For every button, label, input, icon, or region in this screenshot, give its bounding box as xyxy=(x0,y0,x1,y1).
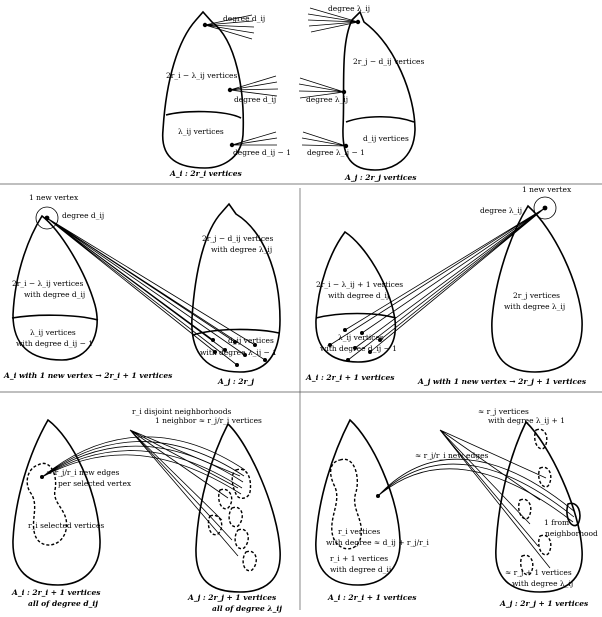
br-left-1: r_i vertices xyxy=(338,527,380,536)
bl-caption-right-2: all of degree λ_ij xyxy=(212,604,282,613)
br-edges: ≈ r_j/r_i new edges xyxy=(415,451,489,460)
bl-caption-left-1: A_i : 2r_i + 1 vertices xyxy=(11,588,101,597)
top-left-bottom: λ_ij vertices xyxy=(178,127,224,136)
ml-right-lower-1: d_ij vertices xyxy=(228,336,274,345)
middle-left-panel: 1 new vertex degree d_ij 2r_i − λ_ij ver… xyxy=(3,193,281,386)
top-left-set: degree d_ij 2r_i − λ_ij vertices degree … xyxy=(162,10,291,178)
top-left-bottom-degree: degree d_ij − 1 xyxy=(233,148,291,157)
top-right-middle-degree: degree λ_ij xyxy=(306,95,348,104)
ml-degree: degree d_ij xyxy=(62,211,104,220)
br-nbhd-2: neighborhood xyxy=(545,529,598,538)
ml-left-upper-2: with degree d_ij xyxy=(24,290,85,299)
top-right-set: degree λ_ij 2r_j − d_ij vertices degree … xyxy=(298,4,424,182)
bl-top-2: 1 neighbor ≈ r_j/r_i vertices xyxy=(155,416,262,425)
br-caption-left: A_i : 2r_i + 1 vertices xyxy=(327,593,417,602)
ml-right-upper-2: with degree λ_ij xyxy=(211,245,272,254)
mr-left-lower-2: with degree d_ij − 1 xyxy=(320,344,397,353)
mr-right-1: 2r_j vertices xyxy=(513,291,560,300)
top-left-caption: A_i : 2r_i vertices xyxy=(169,169,243,178)
ml-new-vertex: 1 new vertex xyxy=(29,193,79,202)
ml-right-lower-2: with degree λ_ij − 1 xyxy=(200,348,277,357)
bottom-right-panel: ≈ r_j vertices with degree λ_ij + 1 ≈ r_… xyxy=(315,407,598,608)
bl-top-1: r_i disjoint neighborhoods xyxy=(132,407,231,416)
ml-left-upper-1: 2r_i − λ_ij vertices xyxy=(12,279,83,288)
mr-degree: degree λ_ij xyxy=(480,206,522,215)
br-right-2: with degree λ_ij xyxy=(512,579,573,588)
top-right-caption: A_j : 2r_j vertices xyxy=(344,173,417,182)
br-left-2: with degree ≈ d_ij + r_j/r_i xyxy=(326,538,429,547)
br-nbhd-1: 1 from xyxy=(544,518,569,527)
mr-caption-left: A_i : 2r_i + 1 vertices xyxy=(305,373,395,382)
bl-edges-2: per selected vertex xyxy=(58,479,132,488)
ml-left-lower-1: λ_ij vertices xyxy=(30,328,76,337)
ml-caption-right: A_j : 2r_j xyxy=(217,377,254,386)
bl-caption-left-2: all of degree d_ij xyxy=(28,599,98,608)
bl-caption-right-1: A_j : 2r_j + 1 vertices xyxy=(187,593,277,602)
top-right-degree: degree λ_ij xyxy=(328,4,370,13)
top-left-middle: 2r_i − λ_ij vertices xyxy=(166,71,237,80)
bl-edges-1: ≈ r_j/r_i new edges xyxy=(46,468,120,477)
mr-new-vertex: 1 new vertex xyxy=(522,185,572,194)
mr-left-upper-1: 2r_i − λ_ij + 1 vertices xyxy=(316,280,403,289)
br-top-2: with degree λ_ij + 1 xyxy=(488,416,565,425)
br-right-1: ≈ r_j + 1 vertices xyxy=(505,568,572,577)
mr-left-lower-1: λ_ij vertices xyxy=(338,333,384,342)
top-right-bottom: d_ij vertices xyxy=(363,134,409,143)
br-top-1: ≈ r_j vertices xyxy=(478,407,529,416)
br-caption-right: A_j : 2r_j + 1 vertices xyxy=(499,599,589,608)
mr-right-2: with degree λ_ij xyxy=(504,302,565,311)
bottom-left-panel: r_i disjoint neighborhoods 1 neighbor ≈ … xyxy=(11,407,282,613)
br-left-4: with degree d_ij xyxy=(330,565,391,574)
top-right-middle: 2r_j − d_ij vertices xyxy=(353,57,424,66)
top-left-degree: degree d_ij xyxy=(223,14,265,23)
br-left-3: r_i + 1 vertices xyxy=(330,554,388,563)
ml-caption-left: A_i with 1 new vertex → 2r_i + 1 vertice… xyxy=(3,371,173,380)
ml-right-upper-1: 2r_j − d_ij vertices xyxy=(202,234,273,243)
middle-right-panel: 1 new vertex degree λ_ij 2r_i − λ_ij + 1… xyxy=(305,185,587,386)
ml-left-lower-2: with degree d_ij − 1 xyxy=(16,339,93,348)
bl-selected: r_i selected vertices xyxy=(28,521,104,530)
mr-left-upper-2: with degree d_ij xyxy=(328,291,389,300)
mr-caption-right: A_j with 1 new vertex → 2r_j + 1 vertice… xyxy=(417,377,587,386)
top-left-middle-degree: degree d_ij xyxy=(234,95,276,104)
top-right-bottom-degree: degree λ_ij − 1 xyxy=(307,148,365,157)
